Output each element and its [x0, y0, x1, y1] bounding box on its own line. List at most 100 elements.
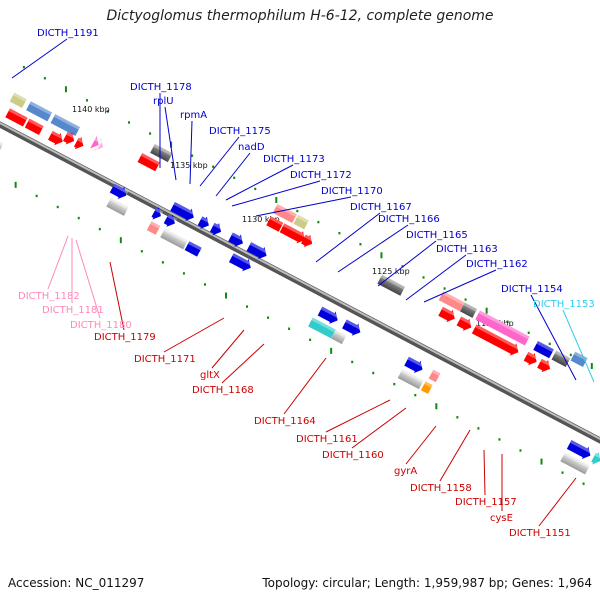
gene-1163b-shine [407, 356, 425, 368]
gene-1178-shine [109, 197, 129, 210]
leader-line [225, 164, 294, 201]
gene-1157 [523, 351, 539, 366]
gene-1154 [560, 452, 590, 475]
gene-1181 [94, 138, 106, 151]
gene-rplU-shape [109, 183, 127, 199]
gene-1190 [73, 136, 86, 150]
leader-line [283, 357, 327, 415]
gene-rplU [109, 183, 129, 199]
gene-label: DICTH_1154 [501, 284, 563, 295]
gene-label: DICTH_1191 [37, 28, 99, 39]
gene-label: DICTH_1166 [378, 214, 440, 225]
gene-1191 [0, 136, 4, 153]
leader-line [215, 152, 251, 197]
scale-tick-label: 1130 kbp [242, 215, 280, 224]
gene-label: DICTH_1180 [70, 320, 132, 331]
gene-1153 [591, 452, 600, 465]
gene-1183-shine [51, 130, 66, 141]
gene-1167-shine [311, 317, 336, 333]
gene-1167-shape [308, 317, 336, 339]
gene-1163c-shine [431, 369, 441, 376]
gene-1163-shine [400, 369, 424, 383]
gene-1155 [570, 351, 588, 367]
gene-nadD-shine [187, 241, 202, 251]
leader-line [47, 235, 69, 290]
gene-1154b-shine [570, 440, 593, 454]
gene-nadD [184, 241, 202, 257]
gene-label: DICTH_1153 [533, 299, 595, 310]
gene-label: DICTH_1167 [350, 202, 412, 213]
gene-label: DICTH_1168 [192, 385, 254, 396]
gene-1160b-shape [438, 306, 455, 323]
leader-line [439, 429, 471, 482]
gene-label: DICTH_1182 [18, 291, 80, 302]
gene-1179-shape [137, 153, 160, 172]
gene-1172-shape [170, 201, 194, 221]
gene-1163c [428, 369, 441, 383]
leader-line [423, 269, 497, 303]
gene-1160c-shape [456, 316, 472, 331]
gene-1188-shine [53, 114, 80, 130]
gene-1186-shine [12, 92, 27, 102]
gene-1179 [137, 153, 160, 172]
topology-text: Topology: circular; Length: 1,959,987 bp… [262, 576, 592, 590]
gene-1170e-shape [246, 242, 267, 260]
gene-1182-shape [90, 135, 99, 149]
gene-1182-shine [94, 137, 102, 144]
gene-1160 [460, 302, 478, 318]
gene-1168-shape [272, 203, 297, 224]
gene-1154b-shape [566, 440, 591, 460]
gene-nadD-shape [184, 241, 202, 257]
gene-label: rpmA [180, 110, 207, 121]
gene-1188 [50, 114, 80, 137]
gene-1163-shape [397, 369, 424, 390]
leader-line [75, 239, 101, 319]
gene-1163b-shape [404, 356, 423, 373]
gene-rpmA-shape [146, 221, 161, 235]
gene-1160c-shine [459, 316, 474, 326]
gene-label: DICTH_1162 [466, 259, 528, 270]
gene-1157-shine [526, 351, 539, 361]
gene-1154b [566, 440, 593, 460]
gene-1187-shape [26, 101, 53, 122]
gene-1162-shape [420, 381, 433, 394]
gene-1178 [106, 197, 129, 216]
gene-1172 [170, 201, 197, 221]
gene-1164b-shape [342, 319, 361, 336]
gene-1172-shine [173, 201, 197, 216]
gene-1170b-shine [200, 216, 212, 224]
gene-1170-shine [232, 253, 254, 267]
gene-1170d-shape [228, 232, 243, 247]
leader-line [11, 38, 68, 79]
gene-label: DICTH_1179 [94, 332, 156, 343]
gene-1161 [438, 291, 465, 312]
leader-line [351, 407, 407, 449]
gene-1184 [24, 118, 44, 135]
gene-cysE-shape [537, 358, 551, 373]
scale-tick-label: 1125 kbp [372, 267, 410, 276]
leader-line [325, 399, 391, 433]
gene-1163c-shape [428, 369, 441, 383]
gene-1160b [438, 306, 458, 323]
gene-gyrA-b [475, 310, 530, 346]
gene-1169-shine [304, 234, 315, 242]
gene-label: rplU [153, 96, 174, 107]
gene-label: DICTH_1161 [296, 434, 358, 445]
gene-1162 [420, 381, 433, 394]
leader-line [255, 196, 352, 217]
gene-1181-shine [100, 140, 106, 146]
gene-1187 [26, 101, 53, 122]
gene-1154-shape [560, 452, 590, 475]
gene-label: DICTH_1163 [436, 244, 498, 255]
gene-label: gyrA [394, 466, 417, 477]
gene-cysE-shine [540, 358, 553, 368]
gene-1173 [163, 214, 178, 227]
gene-1187-shine [29, 101, 53, 116]
gene-1191-shine [0, 136, 4, 147]
gene-gyrA-b-shape [475, 310, 530, 346]
gene-1178-shape [106, 197, 129, 216]
gene-1153-shine [594, 452, 600, 460]
gene-1189 [62, 131, 77, 145]
gene-1174-shape [151, 207, 161, 220]
